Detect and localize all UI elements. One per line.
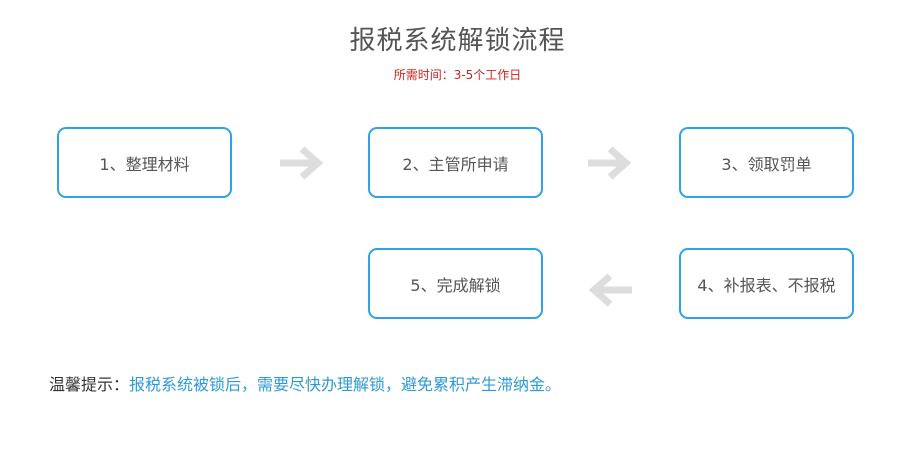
diagram-title: 报税系统解锁流程 [349,26,566,56]
arrow-right-icon [280,146,324,180]
arrow-right-icon [588,146,632,180]
reminder-label: 温馨提示： [49,375,130,394]
step-label-2: 2、主管所申请 [402,154,509,174]
step-box-4: 4、补报表、不报税 [679,248,854,319]
reminder-note: 温馨提示：报税系统被锁后，需要尽快办理解锁，避免累积产生滞纳金。 [49,371,561,395]
time-required-note: 所需时间：3-5个工作日 [393,68,522,82]
step-box-3: 3、领取罚单 [679,127,854,198]
step-box-1: 1、整理材料 [57,127,232,198]
step-label-5: 5、完成解锁 [410,275,501,295]
step-label-3: 3、领取罚单 [721,154,812,174]
step-label-1: 1、整理材料 [99,154,190,174]
step-box-2: 2、主管所申请 [368,127,543,198]
step-label-4: 4、补报表、不报税 [697,275,836,295]
arrow-left-icon [588,273,632,307]
step-box-5: 5、完成解锁 [368,248,543,319]
reminder-text: 报税系统被锁后，需要尽快办理解锁，避免累积产生滞纳金。 [129,375,562,394]
